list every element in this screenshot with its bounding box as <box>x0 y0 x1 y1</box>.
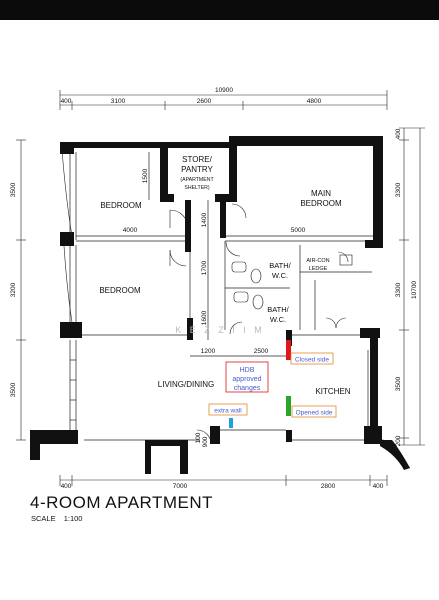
right-dim-2: 3300 <box>395 182 402 197</box>
scale-row: SCALE 1:100 <box>31 514 88 523</box>
dim-door-b: 900 <box>202 436 209 447</box>
label-apartment: (APARTMENT <box>180 177 214 183</box>
label-bath1-a: BATH/ <box>269 261 291 270</box>
left-dim-2: 3200 <box>10 282 17 297</box>
label-pantry: PANTRY <box>181 165 213 174</box>
bottom-dim-4: 400 <box>373 483 384 490</box>
dim-door-a: 100 <box>195 432 202 443</box>
label-shelter: SHELTER) <box>184 185 210 191</box>
label-aircon-a: AIR-CON <box>306 258 329 264</box>
label-living: LIVING/DINING <box>158 380 214 389</box>
scale-value: 1:100 <box>63 514 83 523</box>
label-main-2: BEDROOM <box>300 199 342 208</box>
extra-wall-label: extra wall <box>214 408 242 415</box>
closed-side-box <box>290 352 334 365</box>
bottom-dim-2: 7000 <box>173 483 188 490</box>
hdb-text-3: changes <box>234 385 261 392</box>
top-dimensions <box>59 90 388 110</box>
left-dim-1: 3500 <box>10 182 17 197</box>
dim-pantry-depth: 1500 <box>142 168 149 183</box>
living-window <box>61 149 73 323</box>
closed-side-label: Closed side <box>295 357 329 364</box>
right-dimensions <box>399 127 425 446</box>
dim-corridor-b: 1700 <box>201 260 208 275</box>
top-dim-1: 400 <box>61 98 72 105</box>
left-dimensions <box>16 139 26 441</box>
right-dim-4: 3500 <box>395 376 402 391</box>
closed-side-marker <box>286 340 291 360</box>
label-aircon-b: LEDGE <box>309 266 328 272</box>
label-main-1: MAIN <box>311 189 331 198</box>
right-dim-5: 200 <box>395 435 402 446</box>
label-bath2-a: BATH/ <box>267 305 289 314</box>
dim-bedroom-width: 4000 <box>123 227 138 234</box>
dim-living-a: 1200 <box>201 348 216 355</box>
label-bath2-b: W.C. <box>270 315 286 324</box>
label-bedroom-2: BEDROOM <box>99 286 141 295</box>
label-kitchen: KITCHEN <box>315 387 350 396</box>
interior-lines <box>69 152 411 469</box>
opened-side-label: Opened side <box>296 410 333 417</box>
dim-corridor-a: 1400 <box>201 212 208 227</box>
plan-title: 4-ROOM APARTMENT <box>30 493 214 512</box>
label-bedroom-1: BEDROOM <box>100 201 142 210</box>
overall-height-dim: 10700 <box>411 281 418 299</box>
hdb-text-1: HDB <box>240 367 255 374</box>
left-dim-3: 3500 <box>10 382 17 397</box>
top-dim-2: 3100 <box>111 98 126 105</box>
opened-side-box <box>291 405 337 418</box>
hdb-text-2: approved <box>232 376 261 383</box>
right-dim-3: 3300 <box>395 282 402 297</box>
label-store: STORE/ <box>182 155 212 164</box>
opened-side-marker <box>286 396 291 416</box>
top-bar <box>0 0 439 20</box>
right-dim-1: 400 <box>395 128 402 139</box>
extra-wall-box <box>208 403 248 416</box>
scale-label: SCALE <box>31 514 56 523</box>
dim-living-b: 2500 <box>254 348 269 355</box>
top-dim-4: 4800 <box>307 98 322 105</box>
dim-corridor-c: 1600 <box>201 310 208 325</box>
bottom-dim-3: 2800 <box>321 483 336 490</box>
label-bath1-b: W.C. <box>272 271 288 280</box>
top-dim-3: 2600 <box>197 98 212 105</box>
extra-wall-marker <box>229 418 233 428</box>
bath-fixtures <box>231 254 353 310</box>
bottom-dim-1: 400 <box>61 483 72 490</box>
walls <box>30 136 410 474</box>
dim-main-bedroom-width: 5000 <box>291 227 306 234</box>
bottom-dimensions <box>59 475 388 486</box>
hdb-callout-box <box>225 361 269 393</box>
overall-width-dim: 10900 <box>215 87 233 94</box>
watermark: K E Z Z I I M <box>175 325 265 335</box>
